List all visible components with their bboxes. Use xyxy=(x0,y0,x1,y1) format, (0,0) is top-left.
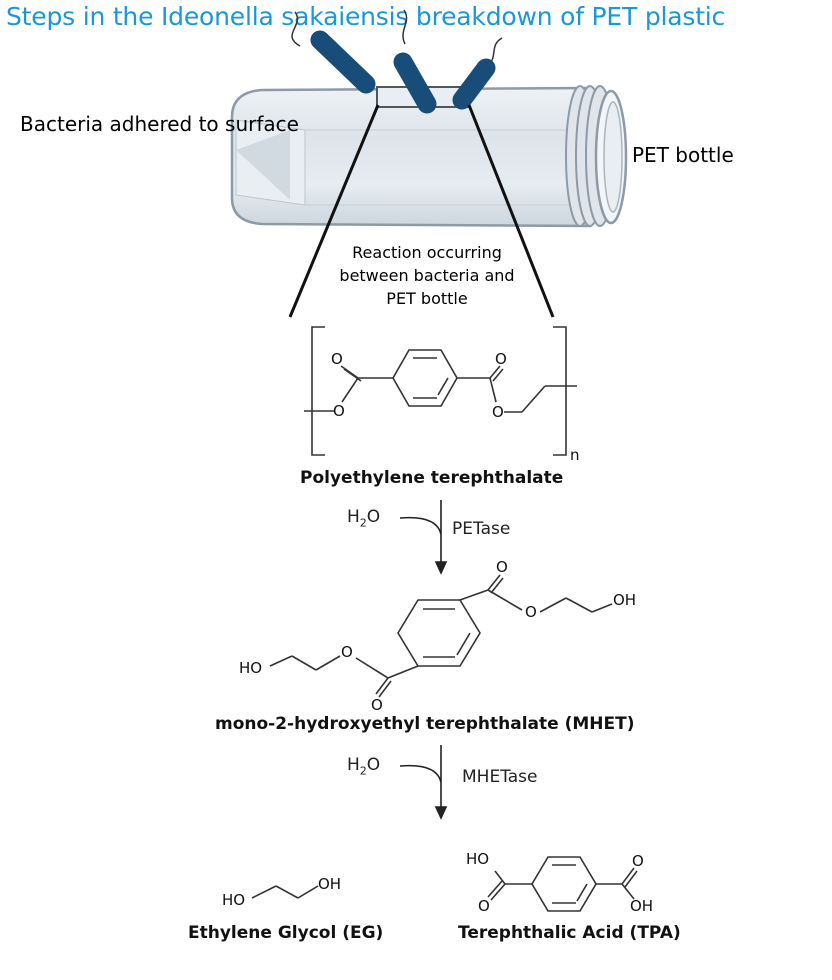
step2-water-o: O xyxy=(366,755,381,775)
reaction-label: Reaction occurring between bacteria and … xyxy=(322,241,532,310)
tpa-structure xyxy=(487,856,638,912)
mhet-name: mono-2-hydroxyethyl terephthalate (MHET) xyxy=(215,714,635,734)
reaction-label-line-1: Reaction occurring xyxy=(352,243,502,262)
eg-ho: HO xyxy=(222,891,246,909)
step1-water-h: H xyxy=(347,507,360,527)
pet-ester-o-left: O xyxy=(333,402,345,420)
eg-name: Ethylene Glycol (EG) xyxy=(188,923,384,943)
reaction-arrow-2 xyxy=(399,745,448,820)
tpa-ho: HO xyxy=(466,850,490,868)
pet-repeat-subscript: n xyxy=(570,446,580,464)
pet-bottle-illustration xyxy=(230,85,628,228)
step1-water: H2O xyxy=(347,507,380,529)
step1-water-o: O xyxy=(366,507,381,527)
zoom-lines xyxy=(288,104,555,318)
bottle-label: PET bottle xyxy=(632,143,734,167)
pet-carbonyl-o-left: O xyxy=(331,350,343,368)
tpa-name: Terephthalic Acid (TPA) xyxy=(458,923,681,943)
mhet-carbonyl-o-top: O xyxy=(496,558,508,576)
step2-enzyme: MHETase xyxy=(462,767,538,787)
step2-water: H2O xyxy=(347,755,380,777)
step1-enzyme: PETase xyxy=(452,519,511,539)
step1-water-subscript: 2 xyxy=(359,516,367,530)
step2-water-h: H xyxy=(347,755,360,775)
reaction-label-line-2: between bacteria and xyxy=(339,266,515,285)
pet-structure xyxy=(304,326,577,456)
eg-oh: OH xyxy=(318,875,342,893)
bacteria-label: Bacteria adhered to surface xyxy=(20,112,299,136)
tpa-oh: OH xyxy=(630,897,654,915)
mhet-ester-o-bottom: O xyxy=(341,643,353,661)
pet-name: Polyethylene terephthalate xyxy=(300,468,564,488)
step2-water-subscript: 2 xyxy=(359,764,367,778)
mhet-carbonyl-o-bottom: O xyxy=(371,696,383,714)
pet-ester-o-right: O xyxy=(492,403,504,421)
reaction-arrow-1 xyxy=(399,500,448,575)
bacteria-cluster xyxy=(291,9,503,114)
mhet-ho-left: HO xyxy=(239,659,263,677)
reaction-label-line-3: PET bottle xyxy=(386,289,468,308)
tpa-carbonyl-o-left: O xyxy=(478,897,490,915)
mhet-structure xyxy=(269,574,613,698)
mhet-oh-right: OH xyxy=(613,591,637,609)
eg-structure xyxy=(251,885,319,899)
pet-carbonyl-o-right: O xyxy=(495,350,507,368)
mhet-ester-o-top: O xyxy=(525,603,537,621)
diagram-title: Steps in the Ideonella sakaiensis breakd… xyxy=(6,2,726,31)
tpa-carbonyl-o-right: O xyxy=(632,852,644,870)
